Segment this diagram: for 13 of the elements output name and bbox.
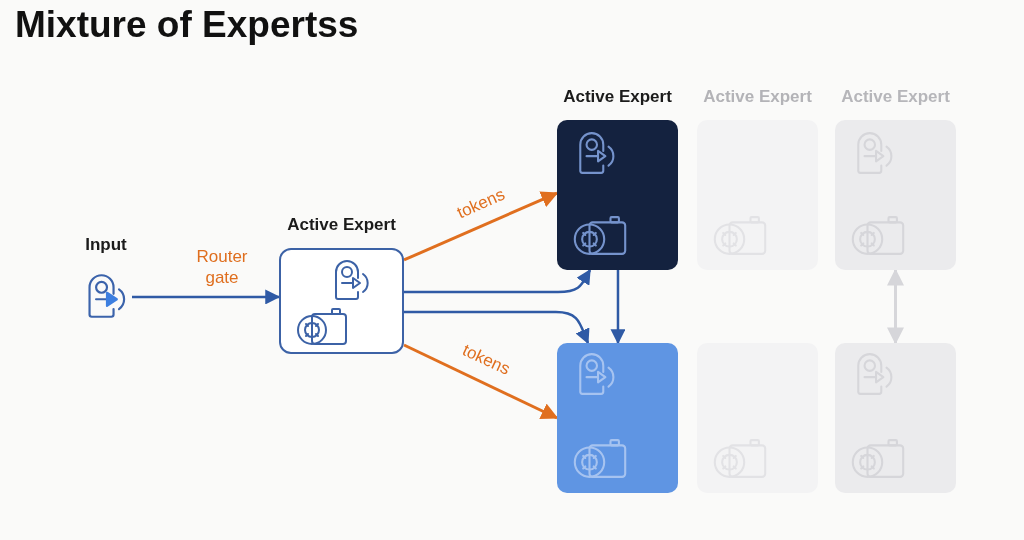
node-heading: Active Expert [286,214,397,236]
double-arrow [887,268,904,345]
arrow [132,289,281,305]
node-heading: Active Expert [702,86,813,108]
arrow [403,191,559,262]
arrow [404,310,590,345]
node-heading: Input [84,234,128,256]
node-heading: Active Expert [840,86,951,108]
arrow [404,268,592,294]
arrow [610,270,626,345]
diagram-title: Mixture of Expertss [15,3,359,47]
arrow [403,343,559,420]
node-heading: Active Expert [562,86,673,108]
